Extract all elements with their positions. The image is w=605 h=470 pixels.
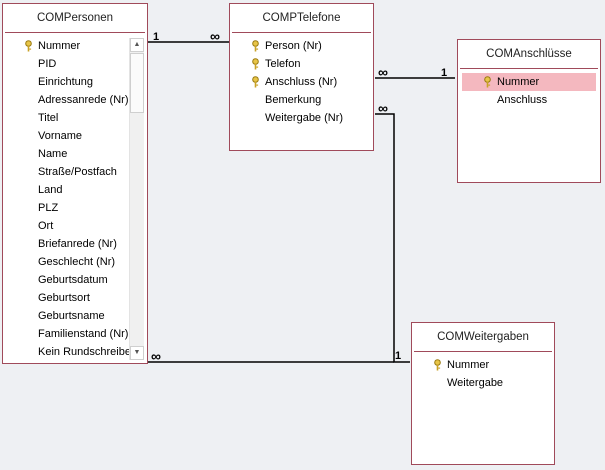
table-title[interactable]: COMWeitergaben xyxy=(414,323,552,352)
field-label: PLZ xyxy=(38,202,59,214)
field-row[interactable]: Person (Nr) xyxy=(230,37,373,55)
field-label: Kein Rundschreiben xyxy=(38,346,129,358)
field-label: Person (Nr) xyxy=(265,40,322,52)
field-row[interactable]: Anschluss xyxy=(462,91,596,109)
table-title[interactable]: COMPersonen xyxy=(5,4,145,33)
relation-many-marker: ∞ xyxy=(378,64,388,80)
field-row[interactable]: Vorname xyxy=(3,127,129,145)
field-label: Geburtsname xyxy=(38,310,105,322)
primary-key-icon xyxy=(252,58,259,70)
field-label: Geburtsort xyxy=(38,292,90,304)
field-row[interactable]: Weitergabe xyxy=(412,374,554,392)
primary-key-icon xyxy=(252,40,259,52)
field-row[interactable]: PLZ xyxy=(3,199,129,217)
relation-many-marker: ∞ xyxy=(210,28,220,44)
relation-many-marker: ∞ xyxy=(151,348,161,364)
field-row[interactable]: Titel xyxy=(3,109,129,127)
field-label: Briefanrede (Nr) xyxy=(38,238,117,250)
field-row[interactable]: Telefon xyxy=(230,55,373,73)
field-row[interactable]: Weitergabe (Nr) xyxy=(230,109,373,127)
field-label: Titel xyxy=(38,112,59,124)
field-label: Ort xyxy=(38,220,54,232)
field-label: Straße/Postfach xyxy=(38,166,117,178)
field-label: Telefon xyxy=(265,58,301,70)
field-row[interactable]: Geburtsdatum xyxy=(3,271,129,289)
scroll-down-button[interactable]: ▼ xyxy=(130,346,144,360)
field-row[interactable]: PID xyxy=(3,55,129,73)
field-row[interactable]: Straße/Postfach xyxy=(3,163,129,181)
field-label: Anschluss (Nr) xyxy=(265,76,338,88)
primary-key-icon xyxy=(25,40,32,52)
field-label: Land xyxy=(38,184,63,196)
field-row[interactable]: Einrichtung xyxy=(3,73,129,91)
field-label: Adressanrede (Nr) xyxy=(38,94,129,106)
field-row[interactable]: Name xyxy=(3,145,129,163)
field-label: PID xyxy=(38,58,57,70)
field-label: Nummer xyxy=(38,40,81,52)
relation-one-marker: 1 xyxy=(153,31,160,43)
field-row[interactable]: Kein Rundschreiben xyxy=(3,343,129,361)
vertical-scrollbar[interactable]: ▲ ▼ xyxy=(129,38,144,360)
field-label: Einrichtung xyxy=(38,76,94,88)
field-row[interactable]: Nummer xyxy=(412,356,554,374)
field-label: Familienstand (Nr) xyxy=(38,328,129,340)
field-label: Weitergabe (Nr) xyxy=(265,112,344,124)
field-row[interactable]: Geburtsort xyxy=(3,289,129,307)
field-label: Weitergabe xyxy=(447,377,504,389)
field-row[interactable]: Geburtsname xyxy=(3,307,129,325)
field-row[interactable]: Geschlecht (Nr) xyxy=(3,253,129,271)
field-row[interactable]: Anschluss (Nr) xyxy=(230,73,373,91)
field-label: Nummer xyxy=(497,76,540,88)
primary-key-icon xyxy=(252,76,259,88)
scroll-thumb[interactable] xyxy=(130,53,144,113)
field-row[interactable]: Bemerkung xyxy=(230,91,373,109)
scroll-up-button[interactable]: ▲ xyxy=(130,38,144,52)
table-title[interactable]: COMPTelefone xyxy=(232,4,371,33)
field-label: Geschlecht (Nr) xyxy=(38,256,116,268)
table-title[interactable]: COMAnschlüsse xyxy=(460,40,598,69)
primary-key-icon xyxy=(484,76,491,88)
field-row[interactable]: Familienstand (Nr) xyxy=(3,325,129,343)
field-row[interactable]: Adressanrede (Nr) xyxy=(3,91,129,109)
relation-one-marker: 1 xyxy=(395,350,402,362)
field-row[interactable]: Briefanrede (Nr) xyxy=(3,235,129,253)
field-label: Bemerkung xyxy=(265,94,322,106)
field-row[interactable]: Land xyxy=(3,181,129,199)
field-label: Vorname xyxy=(38,130,83,142)
relation-one-marker: 1 xyxy=(441,67,448,79)
field-row[interactable]: Nummer xyxy=(3,37,129,55)
relation-many-marker: ∞ xyxy=(378,100,388,116)
primary-key-icon xyxy=(434,359,441,371)
field-label: Anschluss xyxy=(497,94,548,106)
relation-line-telefone-weitergaben xyxy=(375,113,410,363)
field-row[interactable]: Nummer xyxy=(462,73,596,91)
field-row[interactable]: Ort xyxy=(3,217,129,235)
field-label: Geburtsdatum xyxy=(38,274,108,286)
field-label: Name xyxy=(38,148,68,160)
field-label: Nummer xyxy=(447,359,490,371)
